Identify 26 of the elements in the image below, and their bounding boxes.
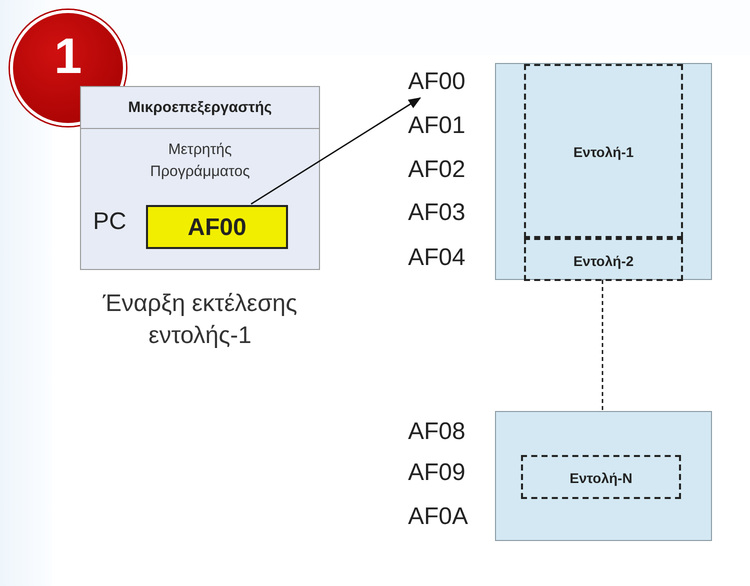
node-label: Έναρξη εκτέλεσης εντολής-1 (102, 289, 298, 351)
instruction-box (521, 455, 681, 499)
step-number: 1 (53, 27, 83, 85)
register-box (146, 205, 288, 249)
register-name: Μετρητής Προγράμματος (149, 140, 251, 182)
address-label: AF09 (408, 459, 466, 487)
memory-block (495, 63, 712, 280)
instruction-box (524, 64, 683, 238)
instruction-label: Εντολή-2 (572, 252, 635, 268)
register-value: AF00 (186, 214, 248, 242)
memory-block (495, 411, 712, 541)
instruction-label: Εντολή-1 (572, 144, 635, 160)
arrow (250, 97, 422, 205)
processor-title: Μικροεπεξεργαστής (81, 87, 319, 129)
address-label: AF08 (408, 418, 466, 446)
address-label: AF04 (408, 244, 466, 272)
instruction-box (524, 238, 683, 281)
address-label: AF0A (408, 503, 468, 531)
address-label: AF02 (408, 156, 466, 184)
register-label: PC (93, 208, 126, 236)
address-label: AF00 (408, 68, 466, 96)
address-label: AF01 (408, 112, 466, 140)
address-label: AF03 (408, 199, 466, 227)
connector-line (602, 280, 604, 411)
processor-box (80, 86, 320, 270)
instruction-label: Εντολή-N (568, 470, 634, 486)
